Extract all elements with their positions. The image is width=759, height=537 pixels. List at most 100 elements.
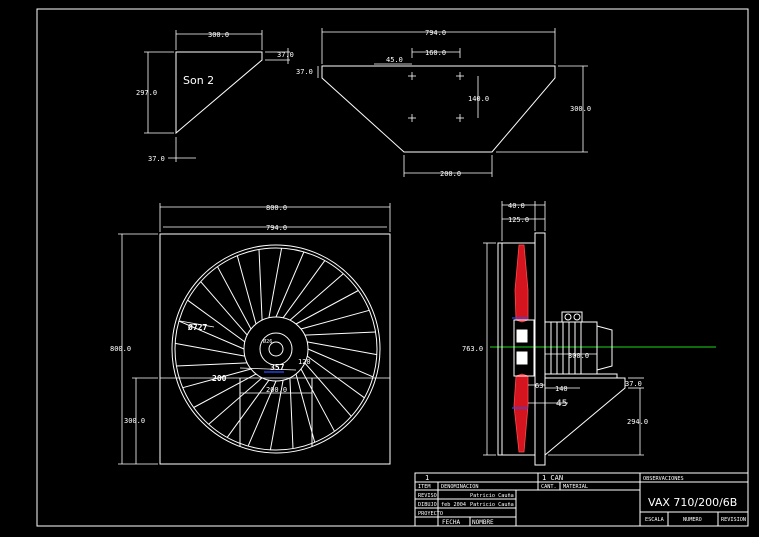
dim-top-right: 37.0 — [277, 51, 294, 59]
dim-top: 40.0 — [508, 202, 525, 210]
name-label: NOMBRE — [472, 519, 494, 526]
dim-hub: 200.0 — [266, 386, 287, 394]
fan-ring-outer — [171, 244, 381, 454]
hub-core — [268, 341, 284, 357]
fan-spoke — [269, 380, 284, 450]
fan-spokes — [175, 248, 377, 450]
fan-ring-inner — [174, 247, 378, 451]
fan-spoke — [304, 362, 352, 417]
scale-label: ESCALA — [645, 517, 665, 523]
number-label: NUMERO — [683, 517, 702, 523]
fan-spoke — [187, 299, 246, 343]
drawing-border — [36, 8, 749, 527]
blade-top — [514, 244, 529, 323]
revision-label: REVISION — [721, 517, 746, 523]
dim-second: 125.0 — [508, 216, 529, 224]
dim-diameter-1: Ø727 — [187, 322, 207, 332]
dim-motor: 300.0 — [568, 352, 589, 360]
terminal-box — [561, 311, 583, 323]
fan-spoke — [289, 377, 294, 449]
observations-header: OBSERVACIONES — [643, 476, 684, 482]
dim-lower: 300.0 — [124, 417, 145, 425]
fan-spoke — [300, 309, 370, 330]
fan-spoke — [182, 368, 252, 389]
dim-140: 140 — [555, 385, 568, 393]
fan-spoke — [258, 249, 263, 321]
fan-spoke — [208, 377, 263, 425]
dim-vertical-spacing: 140.0 — [468, 95, 489, 103]
dim-left-edge: 37.0 — [296, 68, 313, 76]
dim-offset: 45.0 — [386, 56, 403, 64]
hub-side — [513, 319, 535, 377]
support-bracket — [544, 377, 626, 456]
fan-spoke — [236, 255, 257, 325]
fan-spoke — [247, 380, 277, 447]
bracket-profile — [175, 51, 263, 135]
dim-width: 300.0 — [208, 31, 229, 39]
dim-bottom: 200.0 — [440, 170, 461, 178]
motor-base — [544, 373, 618, 379]
dim-angle-2: 200 — [212, 374, 227, 383]
dim-63: 63 — [535, 382, 543, 390]
fan-spoke — [178, 320, 245, 350]
project-label: PROYECTO — [418, 511, 443, 517]
dim-outer: 800.0 — [266, 204, 287, 212]
reviewed-label: REVISO — [418, 493, 437, 499]
dim-angle-3: 120 — [298, 358, 311, 366]
dim-45: 45 — [556, 399, 567, 409]
dim-height: 763.0 — [462, 345, 483, 353]
reviewed-name: Patricio Cauña — [470, 493, 514, 499]
quantity-col: CANT. — [541, 484, 557, 490]
mounting-plate — [534, 232, 546, 466]
top-left-view: 300.0 297.0 37.0 37.0 Son 2 — [136, 30, 294, 163]
drawn-date: feb 2004 — [441, 502, 466, 508]
fan-ring-side — [497, 242, 503, 456]
date-label: FECHA — [442, 519, 460, 526]
qty-header: 1 — [425, 474, 429, 482]
part-label: Son 2 — [183, 74, 214, 87]
fan-frame — [159, 233, 391, 465]
dim-height: 297.0 — [136, 89, 157, 97]
fan-spoke — [193, 373, 257, 408]
fan-spoke — [307, 341, 377, 356]
material-header: MATERIAL — [563, 484, 588, 490]
dim-height: 300.0 — [570, 105, 591, 113]
dim-294: 294.0 — [627, 418, 648, 426]
fan-spoke — [217, 266, 252, 330]
title-block: 1 ITEM DENOMINACION 1 CAN CANT. MATERIAL… — [414, 472, 749, 527]
dim-height: 800.0 — [110, 345, 131, 353]
fan-spoke — [307, 348, 374, 378]
fan-spoke — [282, 260, 326, 319]
front-view: 200.0 800.0 794.0 800.0 300.0 Ø727 357 2… — [110, 203, 391, 465]
fan-spoke — [200, 281, 248, 336]
drawing-title: VAX 710/200/6B — [648, 496, 737, 509]
dim-spacing: 160.0 — [425, 49, 446, 57]
top-right-view: 794.0 160.0 45.0 37.0 140.0 300.0 200.0 — [296, 28, 591, 178]
hub-inner — [259, 332, 293, 366]
fan-spoke — [268, 248, 283, 318]
fan-spoke — [289, 273, 344, 321]
fan-spoke — [226, 379, 270, 438]
dim-angle-1: 357 — [270, 363, 285, 372]
drawn-label: DIBUJO — [418, 502, 437, 508]
fan-spoke — [300, 368, 335, 432]
fan-spoke — [275, 251, 305, 318]
drawn-name: Patricio Cauña — [470, 502, 514, 508]
dim-hole: Ø26 — [263, 338, 272, 345]
fan-spoke — [304, 331, 376, 336]
dim-bottom-left: 37.0 — [148, 155, 165, 163]
fan-spoke — [176, 362, 248, 367]
designation-header: DENOMINACION — [441, 484, 478, 490]
fan-spoke — [295, 290, 359, 325]
dim-inner: 794.0 — [266, 224, 287, 232]
dim-37: 37.0 — [625, 380, 642, 388]
item-header: ITEM — [418, 484, 431, 490]
cover-plate-profile — [321, 65, 556, 153]
fan-spoke — [175, 342, 245, 357]
motor-body — [544, 321, 598, 375]
quantity-header: 1 CAN — [542, 474, 563, 482]
fan-spoke — [306, 355, 365, 399]
side-view: 40.0 125.0 763.0 300.0 63 140 45 37.0 29… — [462, 201, 716, 466]
dim-overall: 794.0 — [425, 29, 446, 37]
